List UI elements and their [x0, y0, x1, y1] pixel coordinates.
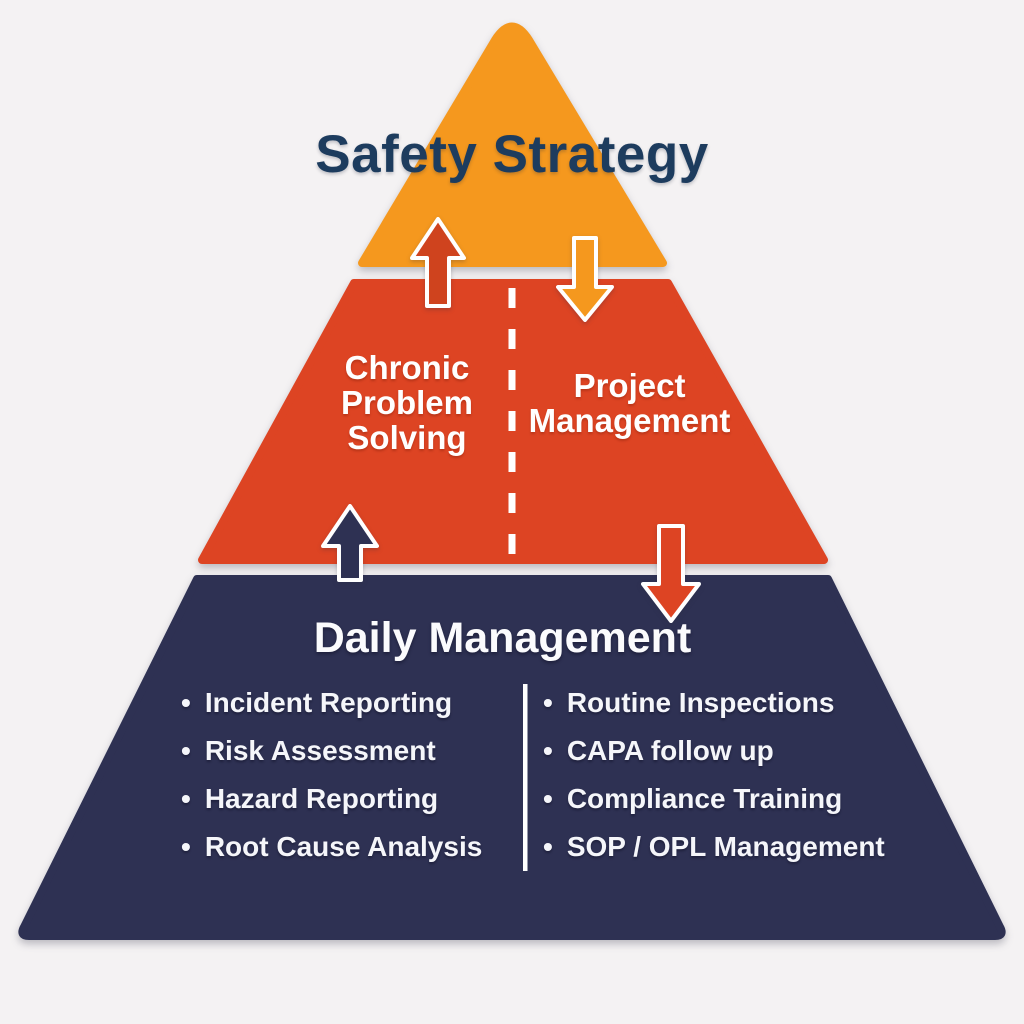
list-item: Root Cause Analysis [181, 825, 511, 873]
bottom-tier-left-list: Incident ReportingRisk AssessmentHazard … [181, 681, 511, 873]
top-tier-shape [358, 22, 667, 267]
middle-tier-right-label: Project Management [528, 367, 731, 439]
list-item: SOP / OPL Management [543, 825, 923, 873]
list-item: CAPA follow up [543, 729, 923, 777]
middle-tier-left-label: Chronic Problem Solving [340, 349, 474, 456]
list-item: Compliance Training [543, 777, 923, 825]
list-item: Routine Inspections [543, 681, 923, 729]
top-tier-title: Safety Strategy [315, 125, 709, 184]
arrow-down-top-to-middle-icon [556, 236, 614, 322]
list-item: Incident Reporting [181, 681, 511, 729]
bottom-tier-right-list: Routine InspectionsCAPA follow upComplia… [543, 681, 923, 873]
list-item: Risk Assessment [181, 729, 511, 777]
bottom-tier-divider [523, 684, 528, 871]
arrow-up-middle-to-top-icon [410, 217, 466, 308]
bottom-tier-heading: Daily Management [313, 614, 692, 662]
arrow-down-middle-to-bottom-icon [641, 524, 701, 623]
arrow-up-bottom-to-middle-icon [321, 504, 379, 582]
list-item: Hazard Reporting [181, 777, 511, 825]
